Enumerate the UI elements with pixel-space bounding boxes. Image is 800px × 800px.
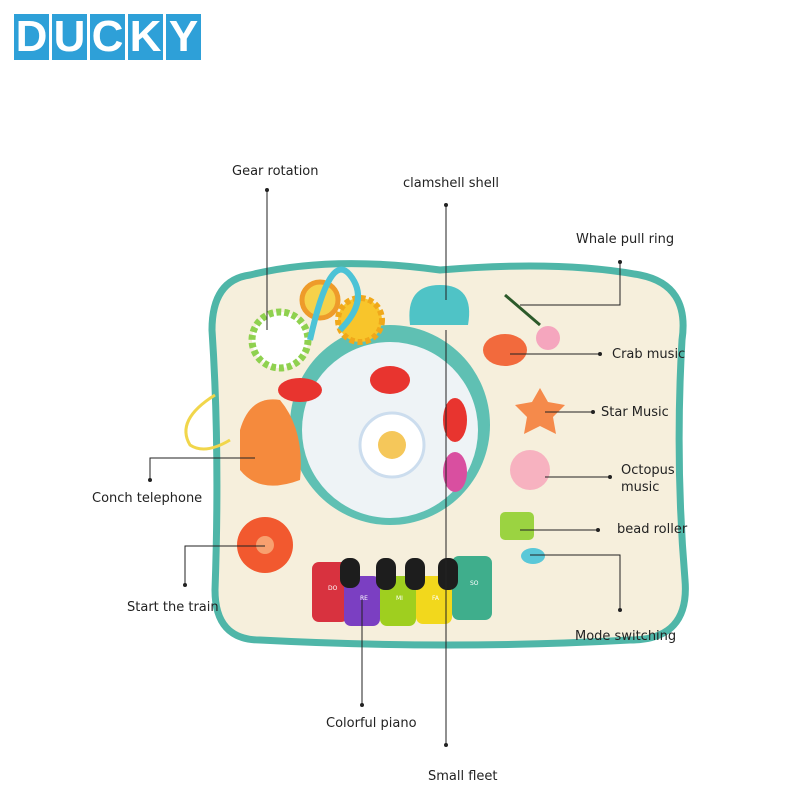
piano-key-do[interactable] — [312, 562, 348, 622]
label-small-fleet: Small fleet — [428, 769, 498, 784]
label-octopus-music: Octopus — [621, 463, 675, 478]
label-whale-pull-ring: Whale pull ring — [576, 232, 675, 247]
piano-key-so[interactable] — [452, 556, 492, 620]
leader-lines — [149, 190, 621, 745]
ducky-logo: D U C K Y — [14, 14, 201, 60]
key-label: SO — [470, 580, 479, 587]
label-conch-telephone: Conch telephone — [92, 491, 203, 506]
logo-letter: D — [14, 12, 49, 61]
bead-roller-icon — [500, 512, 534, 540]
conch-telephone-icon — [184, 393, 301, 486]
gear-rotation-icon — [248, 266, 385, 372]
boat-icon — [278, 378, 322, 402]
label-star-music: Star Music — [601, 405, 669, 420]
octopus-icon — [510, 450, 550, 490]
whale-pull-ring-icon — [504, 293, 560, 350]
key-label: RE — [360, 595, 368, 602]
label-bead-roller: bead roller — [617, 522, 688, 537]
boat-icon — [443, 398, 467, 442]
crab-icon — [483, 334, 527, 366]
label-start-the-train: Start the train — [127, 600, 219, 615]
label-gear-rotation: Gear rotation — [232, 164, 319, 179]
label-mode-switching: Mode switching — [575, 629, 677, 644]
label-crab-music: Crab music — [612, 347, 686, 362]
boat-icon — [443, 452, 467, 492]
boat-icon — [370, 366, 410, 394]
key-label: MI — [396, 595, 403, 602]
logo-letter: U — [52, 12, 87, 61]
ship-wheel-icon — [237, 517, 293, 573]
logo-letter: Y — [166, 14, 201, 60]
clamshell-icon — [409, 285, 470, 325]
label-octopus-music-2: music — [621, 480, 660, 495]
label-clamshell-shell: clamshell shell — [403, 176, 499, 191]
logo-letter: C — [90, 12, 125, 61]
star-icon — [515, 388, 565, 434]
key-label: DO — [328, 585, 338, 592]
mode-switch-icon — [521, 548, 545, 564]
label-colorful-piano: Colorful piano — [326, 716, 417, 731]
logo-letter: K — [128, 12, 163, 61]
key-label: FA — [432, 595, 440, 602]
leader-dots — [148, 188, 622, 747]
